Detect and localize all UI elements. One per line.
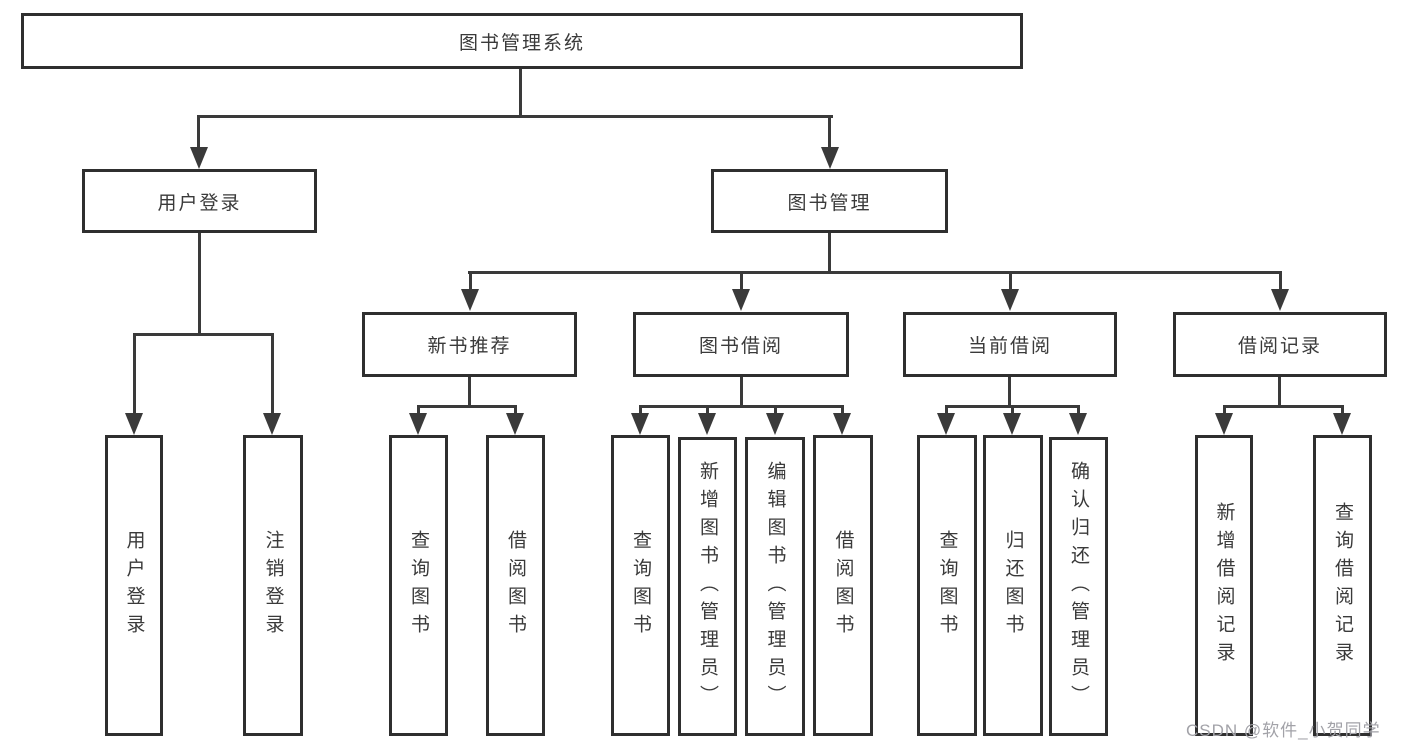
connector-drop (1279, 271, 1282, 291)
arrow-down-icon (833, 413, 851, 435)
arrow-down-icon (732, 289, 750, 311)
connector-root-stem (519, 69, 522, 117)
connector-user-login-bar (133, 333, 274, 336)
node-borrowing-records: 借阅记录 (1173, 312, 1387, 377)
connector-bar (417, 405, 517, 408)
connector-drop (945, 405, 948, 415)
leaf-label: 编辑图书（管理员） (764, 460, 786, 713)
arrow-down-icon (1333, 413, 1351, 435)
arrow-down-icon (1003, 413, 1021, 435)
connector-drop (740, 271, 743, 291)
node-root: 图书管理系统 (21, 13, 1023, 69)
arrow-down-icon (461, 289, 479, 311)
leaf-label: 借阅图书 (505, 529, 526, 642)
arrow-down-icon (821, 147, 839, 169)
node-label: 用户登录 (157, 192, 242, 214)
connector-drop (271, 333, 274, 414)
connector-drop (1341, 405, 1344, 415)
node-book-borrowing: 图书借阅 (633, 312, 849, 377)
arrow-down-icon (698, 413, 716, 435)
node-current-borrowing: 当前借阅 (903, 312, 1117, 377)
leaf-label: 查询图书 (630, 529, 651, 642)
leaf-label: 借阅图书 (832, 529, 854, 642)
node-book-management: 图书管理 (711, 169, 948, 233)
connector-user-login-stem (198, 233, 201, 335)
connector-bar (1223, 405, 1344, 408)
leaf-add-books-admin: 新增图书（管理员） (678, 437, 737, 736)
arrow-down-icon (506, 413, 524, 435)
node-label: 图书管理系统 (458, 32, 585, 54)
node-label: 图书管理 (787, 192, 872, 214)
leaf-label: 查询图书 (936, 529, 958, 642)
connector-user-login-drop (197, 115, 200, 148)
connector-drop (514, 405, 517, 415)
connector-stem (468, 377, 471, 407)
leaf-label: 新增借阅记录 (1213, 501, 1235, 670)
connector-drop (1223, 405, 1226, 415)
connector-drop (133, 333, 136, 414)
leaf-label: 新增图书（管理员） (697, 460, 718, 713)
leaf-user-login: 用户登录 (105, 435, 163, 736)
connector-level3-bar (468, 271, 1281, 274)
arrow-down-icon (190, 147, 208, 169)
connector-drop (1011, 405, 1014, 415)
leaf-add-borrow-record: 新增借阅记录 (1195, 435, 1253, 736)
connector-drop (1009, 271, 1012, 291)
leaf-query-borrow-record: 查询借阅记录 (1313, 435, 1372, 736)
connector-drop (841, 405, 844, 415)
node-label: 借阅记录 (1237, 336, 1322, 357)
leaf-label: 查询借阅记录 (1332, 501, 1353, 670)
leaf-query-books-recommend: 查询图书 (389, 435, 448, 736)
leaf-label: 确认归还（管理员） (1068, 460, 1089, 713)
connector-book-mgmt-drop (828, 115, 831, 148)
leaf-confirm-return-admin: 确认归还（管理员） (1049, 437, 1108, 736)
connector-stem (1278, 377, 1281, 407)
leaf-label: 用户登录 (123, 529, 145, 642)
node-user-login: 用户登录 (82, 169, 317, 233)
arrow-down-icon (1271, 289, 1289, 311)
arrow-down-icon (125, 413, 143, 435)
leaf-query-books-borrow: 查询图书 (611, 435, 670, 736)
arrow-down-icon (1069, 413, 1087, 435)
leaf-borrow-books-recommend: 借阅图书 (486, 435, 545, 736)
node-label: 当前借阅 (967, 336, 1052, 357)
node-label: 图书借阅 (698, 336, 783, 357)
connector-drop (469, 271, 472, 291)
connector-drop (1077, 405, 1080, 415)
connector-bar (639, 405, 844, 408)
arrow-down-icon (263, 413, 281, 435)
node-new-book-recommendation: 新书推荐 (362, 312, 577, 377)
leaf-label: 归还图书 (1002, 529, 1024, 642)
arrow-down-icon (1001, 289, 1019, 311)
watermark: CSDN @软件_小贺同学 (1186, 721, 1381, 740)
connector-stem (740, 377, 743, 407)
connector-drop (417, 405, 420, 415)
arrow-down-icon (631, 413, 649, 435)
leaf-query-books-current: 查询图书 (917, 435, 977, 736)
connector-stem (1008, 377, 1011, 407)
node-label: 新书推荐 (427, 336, 512, 357)
arrow-down-icon (766, 413, 784, 435)
leaf-label: 查询图书 (408, 529, 429, 642)
arrow-down-icon (1215, 413, 1233, 435)
leaf-return-books: 归还图书 (983, 435, 1043, 736)
connector-level2-bar (197, 115, 833, 118)
arrow-down-icon (937, 413, 955, 435)
connector-drop (706, 405, 709, 415)
leaf-borrow-books: 借阅图书 (813, 435, 873, 736)
leaf-label: 注销登录 (262, 529, 284, 642)
leaf-edit-books-admin: 编辑图书（管理员） (745, 437, 805, 736)
connector-drop (639, 405, 642, 415)
leaf-logout: 注销登录 (243, 435, 303, 736)
connector-drop (774, 405, 777, 415)
arrow-down-icon (409, 413, 427, 435)
connector-book-mgmt-stem (828, 233, 831, 273)
